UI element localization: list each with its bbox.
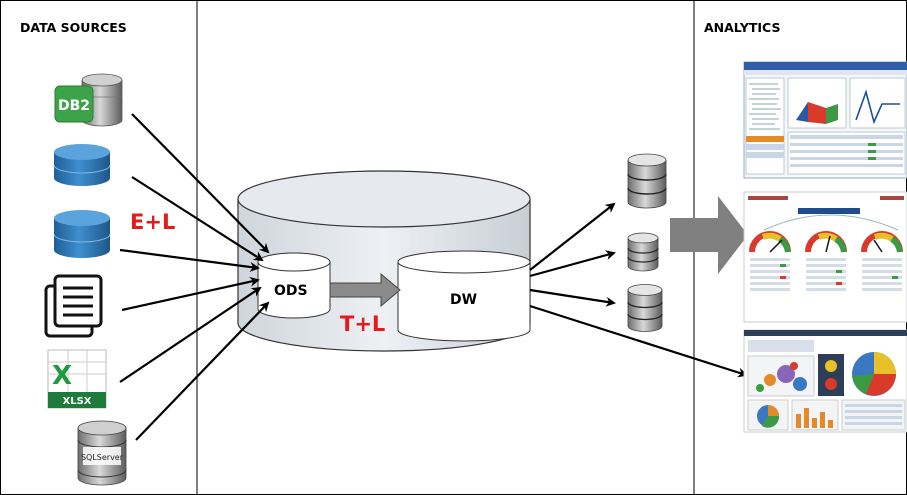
analytics-screenshot-1 <box>743 61 907 179</box>
database-source-icon-2 <box>53 210 111 258</box>
db2-text: DB2 <box>58 98 90 114</box>
arrow-db2-to-ods <box>131 113 270 254</box>
arrow-dw-to-mart3 <box>529 288 616 307</box>
excel-letter: X <box>52 361 72 391</box>
gauge-2 <box>805 231 847 253</box>
analytics-screenshot-2 <box>743 191 907 323</box>
sqlserver-source-icon: SQLServer <box>77 420 127 486</box>
pie-chart-thumb <box>852 352 896 396</box>
analytics-screenshot-3 <box>743 329 907 433</box>
arrow-db2b-to-ods <box>119 248 260 272</box>
arrow-dw-to-analytics <box>529 304 748 378</box>
excel-ext: XLSX <box>63 396 92 407</box>
data-sources-title: DATA SOURCES <box>20 20 127 35</box>
arrow-sql-to-ods <box>135 301 270 441</box>
ods-to-dw-arrow <box>329 272 401 308</box>
dw-cylinder <box>397 250 531 342</box>
data-mart-icon-3 <box>627 284 663 332</box>
arrow-db1-to-ods <box>131 176 264 262</box>
gauge-3 <box>861 231 903 253</box>
database-source-icon-1 <box>53 144 111 186</box>
ods-cylinder <box>257 252 331 319</box>
document-source-icon <box>44 274 103 338</box>
source-arrows <box>119 113 270 441</box>
extract-load-label: E+L <box>130 210 176 234</box>
to-analytics-arrow <box>670 196 748 274</box>
excel-source-icon: X XLSX <box>47 349 107 409</box>
db2-source-icon: DB2 <box>54 73 123 127</box>
data-mart-icon-2 <box>627 232 659 272</box>
gauge-1 <box>749 231 791 253</box>
data-mart-icon-1 <box>627 153 667 209</box>
output-arrows <box>529 202 748 378</box>
dw-label: DW <box>450 292 478 308</box>
sqlserver-text: SQLServer <box>81 453 124 462</box>
arrow-doc-to-ods <box>121 276 260 312</box>
transform-load-label: T+L <box>340 312 386 336</box>
ods-label: ODS <box>274 283 308 299</box>
arrow-dw-to-mart2 <box>529 250 616 278</box>
arrow-excel-to-ods <box>119 286 262 383</box>
arrow-dw-to-mart1 <box>529 202 616 271</box>
analytics-title: ANALYTICS <box>704 20 781 35</box>
